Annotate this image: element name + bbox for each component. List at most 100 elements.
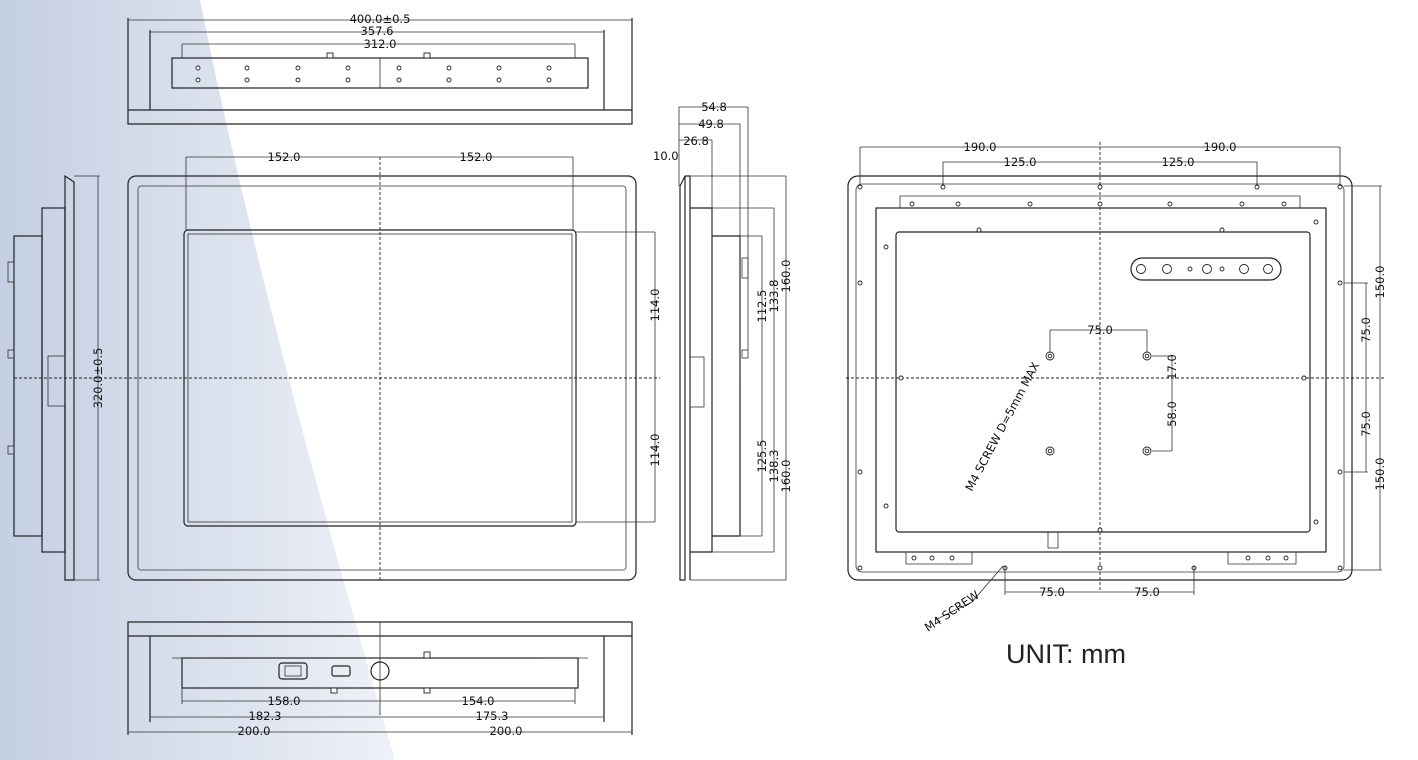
mounting-hole — [244, 77, 250, 83]
mounting-hole — [857, 565, 863, 571]
dim-bottom-75-right: 75.0 — [1134, 585, 1160, 599]
mounting-hole — [396, 77, 402, 83]
mounting-hole — [1265, 555, 1271, 561]
mounting-hole — [1301, 375, 1307, 381]
dim-rear-150-top: 150.0 — [1373, 266, 1387, 299]
dim-bottom-75-left: 75.0 — [1039, 585, 1065, 599]
dim-112-5: 112.5 — [755, 290, 769, 323]
mounting-hole — [955, 201, 961, 207]
mounting-hole — [295, 77, 301, 83]
mounting-hole — [1337, 469, 1343, 475]
mounting-hole — [496, 65, 502, 71]
dim-connector-left: 158.0 — [268, 694, 301, 708]
vesa-hole-center — [1144, 448, 1150, 454]
dim-138-3: 138.3 — [767, 450, 781, 483]
screw-note: M4 SCREW — [922, 588, 982, 635]
led-indicator-icon — [1219, 266, 1225, 272]
mounting-hole — [911, 555, 917, 561]
mounting-hole — [1097, 184, 1103, 190]
dim-rear-75-bottom: 75.0 — [1359, 411, 1373, 437]
mounting-hole — [446, 77, 452, 83]
mounting-hole — [1097, 201, 1103, 207]
vesa-hole-center — [1144, 353, 1150, 359]
mounting-hole — [1313, 519, 1319, 525]
mounting-hole — [909, 201, 915, 207]
mounting-hole — [929, 555, 935, 561]
dim-overall-width: 400.0±0.5 — [350, 12, 411, 26]
mounting-hole — [345, 65, 351, 71]
dim-vesa-offset: 17.0 — [1165, 354, 1179, 380]
mounting-hole — [244, 65, 250, 71]
mounting-hole — [949, 555, 955, 561]
dim-rear-190-left: 190.0 — [964, 140, 997, 154]
mounting-hole — [1337, 565, 1343, 571]
mounting-hole — [546, 65, 552, 71]
mounting-hole — [976, 227, 982, 233]
dim-overall-right: 200.0 — [490, 724, 523, 738]
mounting-hole — [1337, 280, 1343, 286]
dim-lower-half-height: 114.0 — [648, 434, 662, 467]
dim-rear-190-right: 190.0 — [1204, 140, 1237, 154]
mounting-hole — [883, 503, 889, 509]
dim-160-top: 160.0 — [779, 260, 793, 293]
dim-bracket-width: 312.0 — [364, 37, 397, 51]
vesa-hole-center — [1047, 353, 1053, 359]
led-indicator-icon — [1187, 266, 1193, 272]
mounting-hole — [446, 65, 452, 71]
mounting-hole — [898, 375, 904, 381]
dim-connector-right: 154.0 — [462, 694, 495, 708]
dim-133-8: 133.8 — [767, 280, 781, 313]
dim-rear-75-top: 75.0 — [1359, 317, 1373, 343]
mounting-hole — [1167, 201, 1173, 207]
dim-rear-125-left: 125.0 — [1004, 155, 1037, 169]
right-button-icon — [1162, 264, 1172, 274]
mounting-hole — [396, 65, 402, 71]
dim-160-bottom: 160.0 — [779, 460, 793, 493]
dim-125-5: 125.5 — [755, 440, 769, 473]
mounting-hole — [1283, 555, 1289, 561]
mounting-hole — [195, 77, 201, 83]
mounting-hole — [1239, 201, 1245, 207]
minus-button-icon — [1263, 264, 1273, 274]
dim-rear-125-right: 125.0 — [1162, 155, 1195, 169]
right-side-view: 54.8 49.8 26.8 10.0 112.5 133.8 160.0 12… — [653, 100, 793, 581]
unit-label: UNIT: mm — [1006, 639, 1126, 669]
mounting-hole — [1027, 201, 1033, 207]
mounting-hole — [1245, 555, 1251, 561]
top-view: 400.0±0.5 357.6 312.0 — [127, 12, 633, 125]
dim-depth-panel: 26.8 — [683, 134, 709, 148]
dim-rear-150-bottom: 150.0 — [1373, 458, 1387, 491]
rear-view: 190.0 190.0 125.0 125.0 150.0 150.0 75.0… — [846, 140, 1387, 634]
dim-bezel: 10.0 — [653, 149, 679, 163]
power-button-icon — [1202, 264, 1212, 274]
mounting-hole — [1281, 201, 1287, 207]
mounting-hole — [345, 77, 351, 83]
left-button-icon — [1136, 264, 1146, 274]
mounting-hole — [1097, 527, 1103, 533]
front-view: 152.0 152.0 114.0 114.0 — [14, 150, 662, 581]
dim-right-half: 152.0 — [460, 150, 493, 164]
bottom-view: 158.0 154.0 182.3 175.3 200.0 200.0 — [127, 621, 633, 738]
mounting-hole — [1313, 219, 1319, 225]
left-side-view: 320.0±0.5 — [7, 174, 105, 581]
mounting-hole — [295, 65, 301, 71]
plus-button-icon — [1239, 264, 1249, 274]
dim-overall-left: 200.0 — [238, 724, 271, 738]
mounting-hole — [883, 244, 889, 250]
mounting-hole — [546, 77, 552, 83]
dim-depth-total: 54.8 — [701, 100, 727, 114]
dim-vesa-down: 58.0 — [1165, 401, 1179, 427]
dim-body-left: 182.3 — [249, 709, 282, 723]
dim-upper-half-height: 114.0 — [648, 289, 662, 322]
vesa-hole-center — [1047, 448, 1053, 454]
dim-height: 320.0±0.5 — [91, 348, 105, 409]
dim-body-right: 175.3 — [476, 709, 509, 723]
mounting-hole — [1097, 565, 1103, 571]
background-band — [0, 0, 395, 760]
dim-depth-body: 49.8 — [698, 117, 724, 131]
mounting-hole — [857, 469, 863, 475]
vesa-screw-note: M4 SCREW D=5mm MAX — [962, 360, 1042, 494]
mounting-hole — [857, 280, 863, 286]
mounting-hole — [496, 77, 502, 83]
